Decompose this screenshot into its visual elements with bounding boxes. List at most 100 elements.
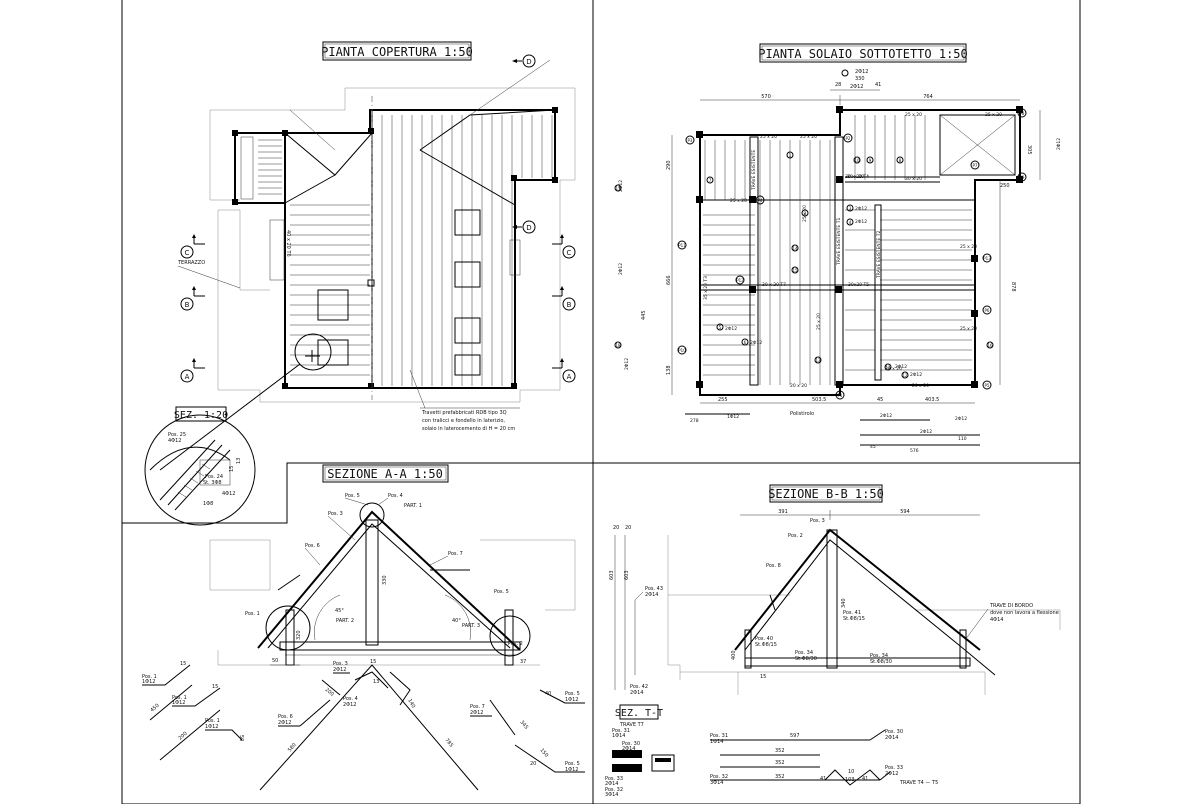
svg-text:Pos. 40: Pos. 40 xyxy=(755,636,773,642)
title-sezione-bb-text: SEZIONE B-B 1:50 xyxy=(768,487,884,501)
svg-text:35 x 20 T3: 35 x 20 T3 xyxy=(703,276,709,300)
rebar-group-4: Pos. 3 2Φ12 15 580 785 xyxy=(259,659,479,791)
svg-text:45: 45 xyxy=(877,397,883,403)
svg-text:2Φ12: 2Φ12 xyxy=(895,364,907,370)
svg-text:St. 3Φ8: St. 3Φ8 xyxy=(203,480,222,486)
svg-text:25 x 20: 25 x 20 xyxy=(960,326,977,332)
section-bb: 391 594 Pos. 3 Pos. 2 Pos. 8 Pos. 40 St.… xyxy=(609,509,1061,696)
section-mark-c-right: C xyxy=(552,234,576,259)
svg-text:PART. 3: PART. 3 xyxy=(462,623,480,629)
svg-text:A: A xyxy=(567,373,572,381)
note-line-3: solaio in laterocemento di H = 20 cm xyxy=(422,426,515,432)
svg-text:20: 20 xyxy=(530,761,536,767)
title-sezione-aa: SEZIONE A-A 1:50 xyxy=(322,464,449,483)
svg-text:2Φ12: 2Φ12 xyxy=(855,69,868,75)
rebar-group-3: Pos. 1 1Φ12 50 xyxy=(205,718,244,741)
svg-text:25 x 20: 25 x 20 xyxy=(802,205,808,222)
svg-text:3: 3 xyxy=(849,206,852,211)
svg-text:Pos. 4: Pos. 4 xyxy=(343,696,358,702)
svg-text:2Φ14: 2Φ14 xyxy=(630,690,643,696)
pillar-labels: P3 P2 P1 P4 P5 P6 P7 P8 P9 P10 P11 P12 P… xyxy=(677,108,1027,400)
svg-text:TRAVE ESISTENTE: TRAVE ESISTENTE xyxy=(751,150,757,191)
section-marks-copertura: D D C C B B A xyxy=(180,54,576,383)
svg-text:878: 878 xyxy=(1010,282,1016,292)
svg-text:40: 40 xyxy=(545,691,551,697)
terrazzo-label: TERRAZZO xyxy=(177,260,205,266)
svg-text:391: 391 xyxy=(778,509,788,515)
sez-tt-title: SEZ. T-T xyxy=(615,708,663,719)
svg-text:110: 110 xyxy=(958,436,967,442)
section-aa: 50 37 330 320 45° 40° Pos. 5 Pos. 4 PART… xyxy=(209,493,576,666)
section-mark-d-top: D xyxy=(512,54,536,68)
svg-text:Pos. 3: Pos. 3 xyxy=(333,661,348,667)
svg-text:Pos. 5: Pos. 5 xyxy=(565,691,580,697)
svg-text:13: 13 xyxy=(815,358,821,363)
svg-text:18: 18 xyxy=(615,343,621,348)
svg-text:445: 445 xyxy=(641,310,647,320)
svg-text:666: 666 xyxy=(666,275,672,285)
svg-text:St.Φ8/15: St.Φ8/15 xyxy=(843,616,865,622)
svg-text:PART. 2: PART. 2 xyxy=(336,618,354,624)
svg-text:1Φ12: 1Φ12 xyxy=(565,767,578,773)
svg-text:Pos. 2: Pos. 2 xyxy=(508,641,523,647)
svg-text:1Φ12: 1Φ12 xyxy=(565,697,578,703)
svg-text:2Φ12: 2Φ12 xyxy=(343,702,356,708)
svg-text:597: 597 xyxy=(790,733,800,739)
svg-text:Pos. 1: Pos. 1 xyxy=(205,718,220,724)
svg-text:103: 103 xyxy=(845,777,855,783)
svg-text:P12: P12 xyxy=(736,278,744,283)
svg-text:2Φ14: 2Φ14 xyxy=(885,735,898,741)
rebar-group-5: Pos. 4 2Φ12 13 xyxy=(343,671,389,708)
svg-text:2Φ12: 2Φ12 xyxy=(855,206,867,212)
sheet-frame xyxy=(121,0,1081,804)
rebar-group-7: Pos. 7 2Φ12 345 xyxy=(470,699,529,736)
svg-text:dove non lavora a flessione: dove non lavora a flessione xyxy=(990,610,1059,616)
svg-text:Pos. 4: Pos. 4 xyxy=(388,493,403,499)
svg-text:TRAVE DI BORDO: TRAVE DI BORDO xyxy=(989,603,1033,609)
svg-text:20 x 20: 20 x 20 xyxy=(912,383,929,389)
svg-text:Pos. 5: Pos. 5 xyxy=(345,493,360,499)
svg-text:Pos. 6: Pos. 6 xyxy=(278,714,293,720)
svg-text:25 x 20: 25 x 20 xyxy=(985,112,1002,118)
svg-text:Pos. 5: Pos. 5 xyxy=(565,761,580,767)
svg-text:13: 13 xyxy=(236,458,242,464)
svg-text:2Φ12: 2Φ12 xyxy=(850,84,863,90)
svg-text:Pos. 1: Pos. 1 xyxy=(142,674,157,680)
svg-text:1Φ12: 1Φ12 xyxy=(727,414,739,420)
svg-text:345: 345 xyxy=(518,719,529,730)
svg-text:41: 41 xyxy=(862,776,868,782)
svg-text:1Φ12: 1Φ12 xyxy=(172,700,185,706)
svg-text:25 x 20: 25 x 20 xyxy=(730,198,747,204)
svg-text:Pos. 33: Pos. 33 xyxy=(885,765,903,771)
svg-text:PART. 1: PART. 1 xyxy=(404,503,422,509)
svg-text:41: 41 xyxy=(875,82,881,88)
sez-tt-subtitle: TRAVE T7 xyxy=(619,722,644,728)
svg-text:352: 352 xyxy=(775,760,785,766)
svg-text:P3: P3 xyxy=(688,138,693,143)
callout-circles: 1 2 3 4 5 6 7 8 9 10 11 12 13 14 15 16 1… xyxy=(614,151,994,379)
svg-text:3Φ14: 3Φ14 xyxy=(710,780,723,786)
rebar-group-9: Pos. 5 1Φ12 150 20 xyxy=(514,744,585,773)
svg-text:2Φ12: 2Φ12 xyxy=(855,219,867,225)
svg-text:10: 10 xyxy=(848,769,854,775)
svg-text:Pos. 1: Pos. 1 xyxy=(172,695,187,701)
title-sezione-bb: SEZIONE B-B 1:50 xyxy=(768,484,884,503)
section-tt: SEZ. T-T TRAVE T7 Pos. 31 1Φ14 Pos. 30 2… xyxy=(605,704,675,798)
svg-text:580: 580 xyxy=(287,742,298,753)
svg-text:25 x 20: 25 x 20 xyxy=(760,134,777,140)
svg-text:Pos. 7: Pos. 7 xyxy=(470,704,485,710)
svg-text:1Φ14: 1Φ14 xyxy=(710,739,723,745)
svg-text:30 x 20 T4: 30 x 20 T4 xyxy=(845,174,869,180)
note-line-2: con tralicci e fondello in laterizio, xyxy=(422,418,505,424)
title-copertura-text: PIANTA COPERTURA 1:50 xyxy=(321,45,473,59)
svg-text:P1: P1 xyxy=(838,393,843,398)
rebar-group-8: Pos. 5 1Φ12 40 xyxy=(539,689,585,704)
svg-text:2Φ12: 2Φ12 xyxy=(618,180,624,192)
svg-text:2Φ12: 2Φ12 xyxy=(920,429,932,435)
rebar-schedule-aa: Pos. 1 1Φ12 15 450 Pos. 1 1Φ12 15 200 Po… xyxy=(142,659,585,791)
svg-text:Pos. 8: Pos. 8 xyxy=(766,563,781,569)
svg-text:13: 13 xyxy=(373,679,379,685)
svg-text:45: 45 xyxy=(870,444,876,450)
svg-text:330: 330 xyxy=(382,575,388,585)
